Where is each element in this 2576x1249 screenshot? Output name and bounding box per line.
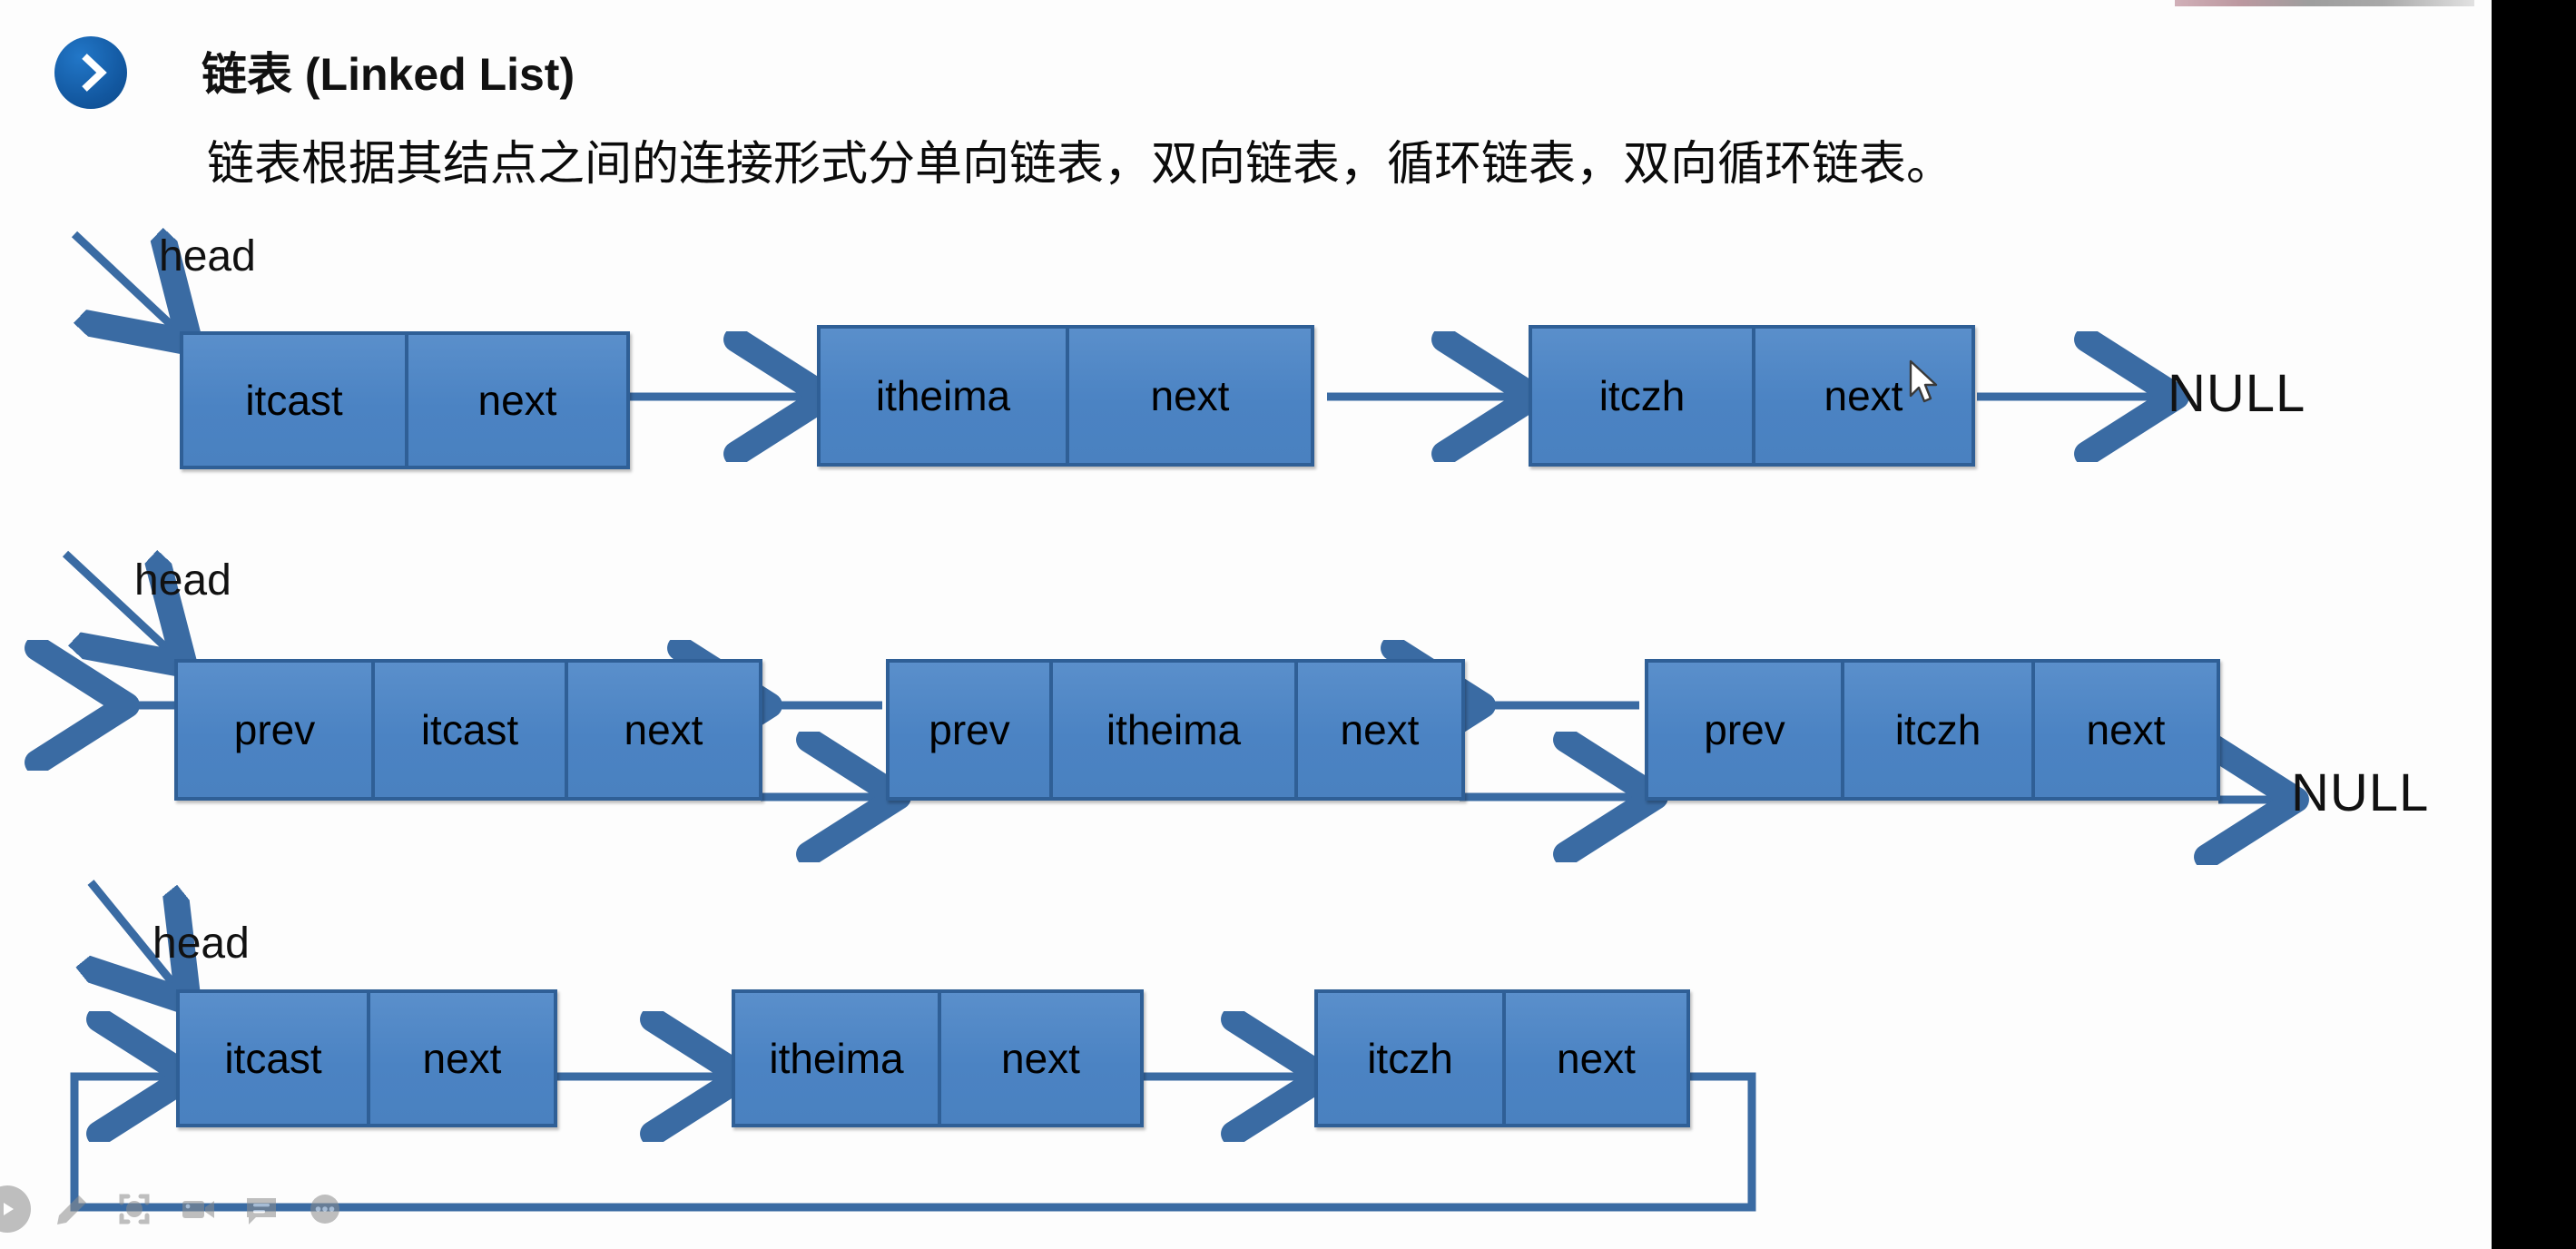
letterbox-bar-right xyxy=(2492,0,2576,1249)
node-next-cell: next xyxy=(1294,663,1461,797)
node-prev-cell: prev xyxy=(178,663,371,797)
node-next-cell: next xyxy=(1502,993,1686,1124)
list-node[interactable]: prev itheima next xyxy=(886,659,1465,801)
list-node[interactable]: prev itczh next xyxy=(1645,659,2220,801)
node-data-cell: itczh xyxy=(1841,663,2031,797)
node-next-cell: next xyxy=(938,993,1140,1124)
node-prev-cell: prev xyxy=(1648,663,1841,797)
node-data-cell: itcast xyxy=(180,993,367,1124)
head-label-row3: head xyxy=(152,920,250,968)
head-label-row2: head xyxy=(134,556,231,605)
note-icon[interactable] xyxy=(238,1185,285,1233)
screenshot-icon[interactable] xyxy=(111,1185,158,1233)
node-next-cell: next xyxy=(1066,329,1311,463)
head-label-row1: head xyxy=(159,232,256,280)
node-data-cell: itczh xyxy=(1318,993,1502,1124)
list-node[interactable]: itheima next xyxy=(732,989,1144,1127)
node-prev-cell: prev xyxy=(890,663,1049,797)
node-next-cell: next xyxy=(2031,663,2217,797)
node-data-cell: itheima xyxy=(735,993,938,1124)
node-next-cell: next xyxy=(367,993,554,1124)
node-next-cell: next xyxy=(405,335,626,466)
list-node[interactable]: itcast next xyxy=(176,989,557,1127)
mouse-pointer xyxy=(1908,359,1944,410)
node-data-cell: itczh xyxy=(1532,329,1752,463)
slide-canvas: 链表 (Linked List) 链表根据其结点之间的连接形式分单向链表，双向链… xyxy=(0,0,2474,1236)
list-node[interactable]: itczh next xyxy=(1529,325,1975,467)
node-data-cell: itcast xyxy=(183,335,405,466)
node-next-cell: next xyxy=(565,663,759,797)
video-artifact-strip xyxy=(2175,0,2474,6)
player-toolbar[interactable] xyxy=(0,1182,349,1236)
node-data-cell: itcast xyxy=(371,663,565,797)
more-icon[interactable] xyxy=(301,1185,349,1233)
list-node[interactable]: prev itcast next xyxy=(174,659,762,801)
chevron-right-icon xyxy=(54,36,127,109)
list-node[interactable]: itcast next xyxy=(180,331,630,469)
null-terminator-row2: NULL xyxy=(2291,763,2430,822)
null-terminator-row1: NULL xyxy=(2168,364,2306,423)
pen-icon[interactable] xyxy=(47,1185,94,1233)
page-subtitle: 链表根据其结点之间的连接形式分单向链表，双向链表，循环链表，双向循环链表。 xyxy=(207,138,1954,191)
list-node[interactable]: itczh next xyxy=(1314,989,1690,1127)
node-data-cell: itheima xyxy=(1049,663,1294,797)
node-next-cell: next xyxy=(1752,329,1971,463)
play-button-icon[interactable] xyxy=(0,1185,31,1233)
node-data-cell: itheima xyxy=(821,329,1066,463)
list-node[interactable]: itheima next xyxy=(817,325,1314,467)
video-camera-icon[interactable] xyxy=(174,1185,221,1233)
page-title: 链表 (Linked List) xyxy=(202,49,575,100)
